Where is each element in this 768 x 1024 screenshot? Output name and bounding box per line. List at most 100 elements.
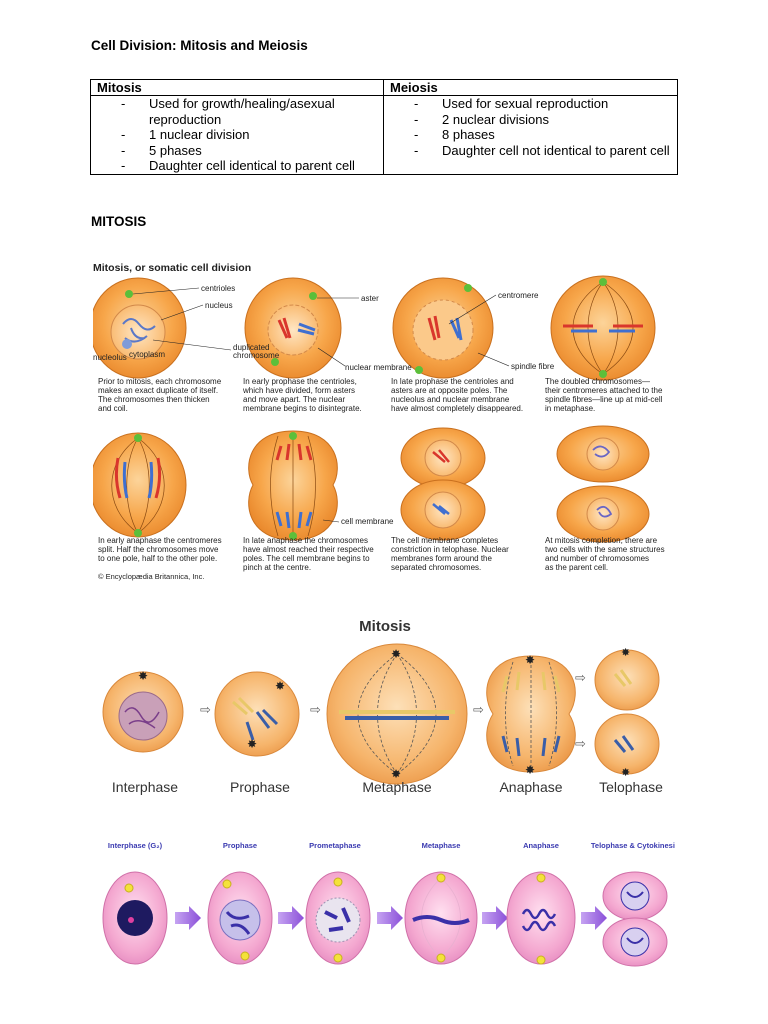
svg-text:✸: ✸ [525,653,535,667]
svg-text:✸: ✸ [247,737,257,751]
stage-label: Interphase [112,779,178,795]
pink-cell-interphase [102,871,168,965]
caption-line: In late prophase the centrioles and [391,377,514,386]
label-nuclear-membrane: nuclear membrane [345,363,412,372]
arrow-icon [377,906,403,930]
mitosis-stages-figure: Mitosis ✸ ⇨ ✸ ✸ ⇨ ✸ ✸ ⇨ [95,612,675,812]
cell-late-prophase [392,277,494,379]
svg-text:✸: ✸ [621,647,630,659]
arrow-icon: ⇨ [310,702,321,717]
svg-text:✸: ✸ [621,767,630,779]
caption-line: have almost reached their respective [243,545,374,554]
stage-label: Metaphase [362,779,431,795]
list-item: 2 nuclear divisions [414,112,671,128]
stage-telophase: ✸ ✸ [594,647,660,779]
caption-line: The doubled chromosomes— [545,377,650,386]
cell-early-anaphase [93,432,187,538]
svg-text:In late prophase the centriole: In late prophase the centrioles andaster… [391,377,523,413]
stage-interphase: ✸ [102,669,184,753]
arrow-icon [482,906,508,930]
label-nucleus: nucleus [205,301,233,310]
list-item: 1 nuclear division [121,127,377,143]
caption-line: poles. The cell membrane begins to [243,554,370,563]
phase-label: Prophase [223,841,257,850]
figure-credit: © Encyclopædia Britannica, Inc. [98,572,204,581]
list-item: 8 phases [414,127,671,143]
svg-text:✸: ✸ [391,647,401,661]
header-mitosis: Mitosis [90,79,384,96]
phase-label: Anaphase [523,841,559,850]
arrow-icon [278,906,304,930]
label-nucleolus: nucleolus [93,353,127,362]
figure-title: Mitosis, or somatic cell division [93,262,251,274]
phase-label: Telophase & Cytokinesis [591,841,675,850]
caption-line: spindle fibres—line up at mid-cell [545,395,663,404]
mitosis-cell: Used for growth/healing/asexual reproduc… [90,95,384,175]
list-item: Used for growth/healing/asexual reproduc… [121,96,377,127]
cell-late-anaphase [248,430,338,541]
caption-line: In early prophase the centrioles, [243,377,357,386]
arrow-icon: ⇨ [575,670,586,685]
caption-line: their centromeres attached to the [545,386,663,395]
caption-line: in metaphase. [545,404,595,413]
header-meiosis: Meiosis [383,79,678,96]
caption-line: and move apart. The nuclear [243,395,345,404]
label-centromere: centromere [498,291,539,300]
phase-label: Metaphase [422,841,461,850]
caption-line: split. Half the chromosomes move [98,545,219,554]
arrow-icon [175,906,201,930]
pink-cell-prophase [207,871,273,965]
britannica-mitosis-figure: Mitosis, or somatic cell division [93,258,683,583]
caption-line: Prior to mitosis, each chromosome [98,377,222,386]
svg-text:In early anaphase the centrome: In early anaphase the centromeressplit. … [98,536,222,563]
list-item: 5 phases [121,143,377,159]
label-centrioles: centrioles [201,284,235,293]
svg-text:✸: ✸ [391,767,401,781]
list-item: Daughter cell not identical to parent ce… [414,143,671,159]
cell-daughter-cells [556,425,650,543]
label-cell-membrane: cell membrane [341,517,394,526]
svg-text:✸: ✸ [525,763,535,777]
arrow-icon: ⇨ [473,702,484,717]
caption-line: and number of chromosomes [545,554,649,563]
caption-line: nucleolus and nuclear membrane [391,395,510,404]
caption-line: which have divided, form asters [242,386,355,395]
caption-line: have almost completely disappeared. [391,404,523,413]
svg-text:In early prophase the centriol: In early prophase the centrioles,which h… [242,377,362,413]
svg-text:The doubled chromosomes—their: The doubled chromosomes—their centromere… [545,377,663,413]
phase-label: Interphase (G₂) [108,841,163,850]
caption-line: At mitosis completion, there are [545,536,658,545]
section-heading: MITOSIS [91,214,147,229]
figure-title: Mitosis [359,618,411,635]
cell-interphase [93,277,187,379]
stage-prophase: ✸ ✸ [214,671,300,757]
caption-line: as the parent cell. [545,563,608,572]
document-title: Cell Division: Mitosis and Meiosis [91,38,308,53]
caption-line: and coil. [98,404,128,413]
svg-text:✸: ✸ [275,679,285,693]
label-duplicated: duplicated [233,343,269,352]
stage-label: Telophase [599,779,663,795]
stage-label: Prophase [230,779,290,795]
caption-line: constriction in telophase. Nuclear [391,545,509,554]
label-chromosome: chromosome [233,351,280,360]
table-row: Used for growth/healing/asexual reproduc… [90,95,678,175]
phase-label: Prometaphase [309,841,361,850]
pink-cell-metaphase [404,871,478,965]
label-cytoplasm: cytoplasm [129,350,165,359]
stage-label: Anaphase [499,779,562,795]
arrow-icon: ⇨ [575,736,586,751]
table-header-row: Mitosis Meiosis [90,79,678,96]
arrow-icon [581,906,607,930]
caption-line: In late anaphase the chromosomes [243,536,368,545]
caption-line: membrane begins to disintegrate. [243,404,362,413]
caption-line: In early anaphase the centromeres [98,536,222,545]
caption-line: two cells with the same structures [545,545,665,554]
svg-text:✸: ✸ [138,669,148,683]
caption-line: pinch at the centre. [243,563,311,572]
label-spindle-fibre: spindle fibre [511,362,555,371]
